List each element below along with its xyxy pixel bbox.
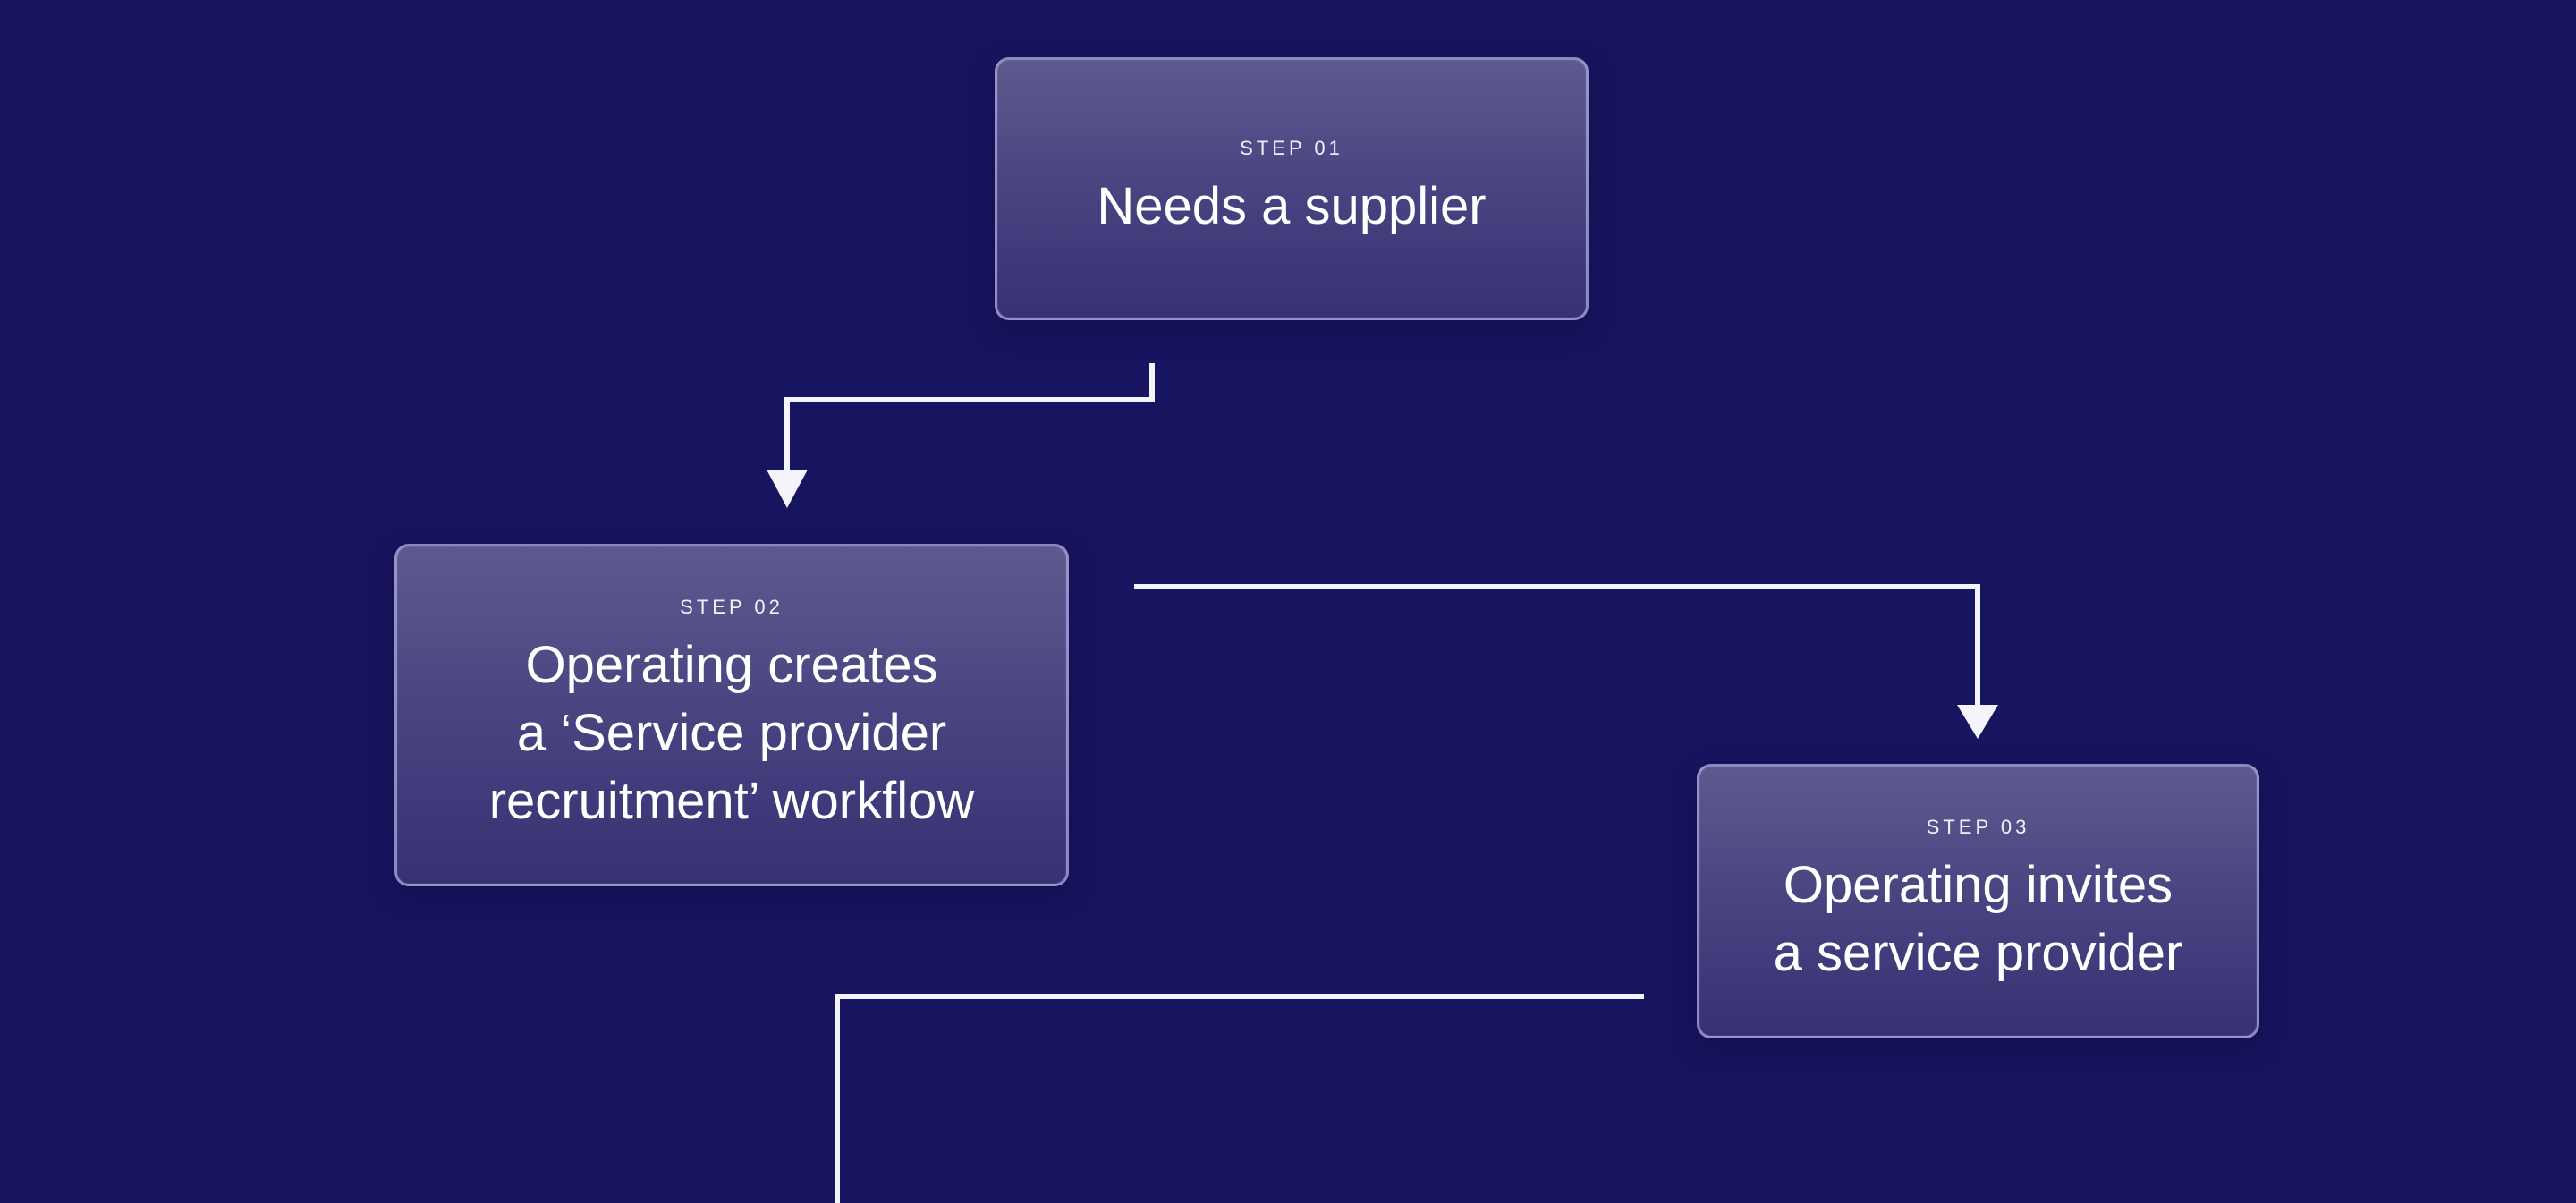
arrowhead-to-step2 — [767, 470, 808, 508]
connector-step2-to-step3 — [1134, 584, 1980, 705]
step-title: Operating invites a service provider — [1773, 855, 2183, 982]
step-title: Operating creates a ‘Service provider re… — [488, 635, 975, 830]
arrowhead-to-step3 — [1957, 705, 1998, 739]
step-label: STEP 02 — [680, 595, 784, 618]
connector-step1-to-step2 — [784, 363, 1155, 470]
step-title: Needs a supplier — [1097, 177, 1487, 235]
step-card-02: STEP 02 Operating creates a ‘Service pro… — [394, 544, 1069, 886]
step-card-03: STEP 03 Operating invites a service prov… — [1697, 764, 2259, 1038]
step-label: STEP 01 — [1240, 137, 1343, 159]
step-label: STEP 03 — [1926, 815, 2030, 838]
step-card-01: STEP 01 Needs a supplier — [995, 57, 1589, 320]
connector-step3-to-next — [835, 994, 1644, 1203]
